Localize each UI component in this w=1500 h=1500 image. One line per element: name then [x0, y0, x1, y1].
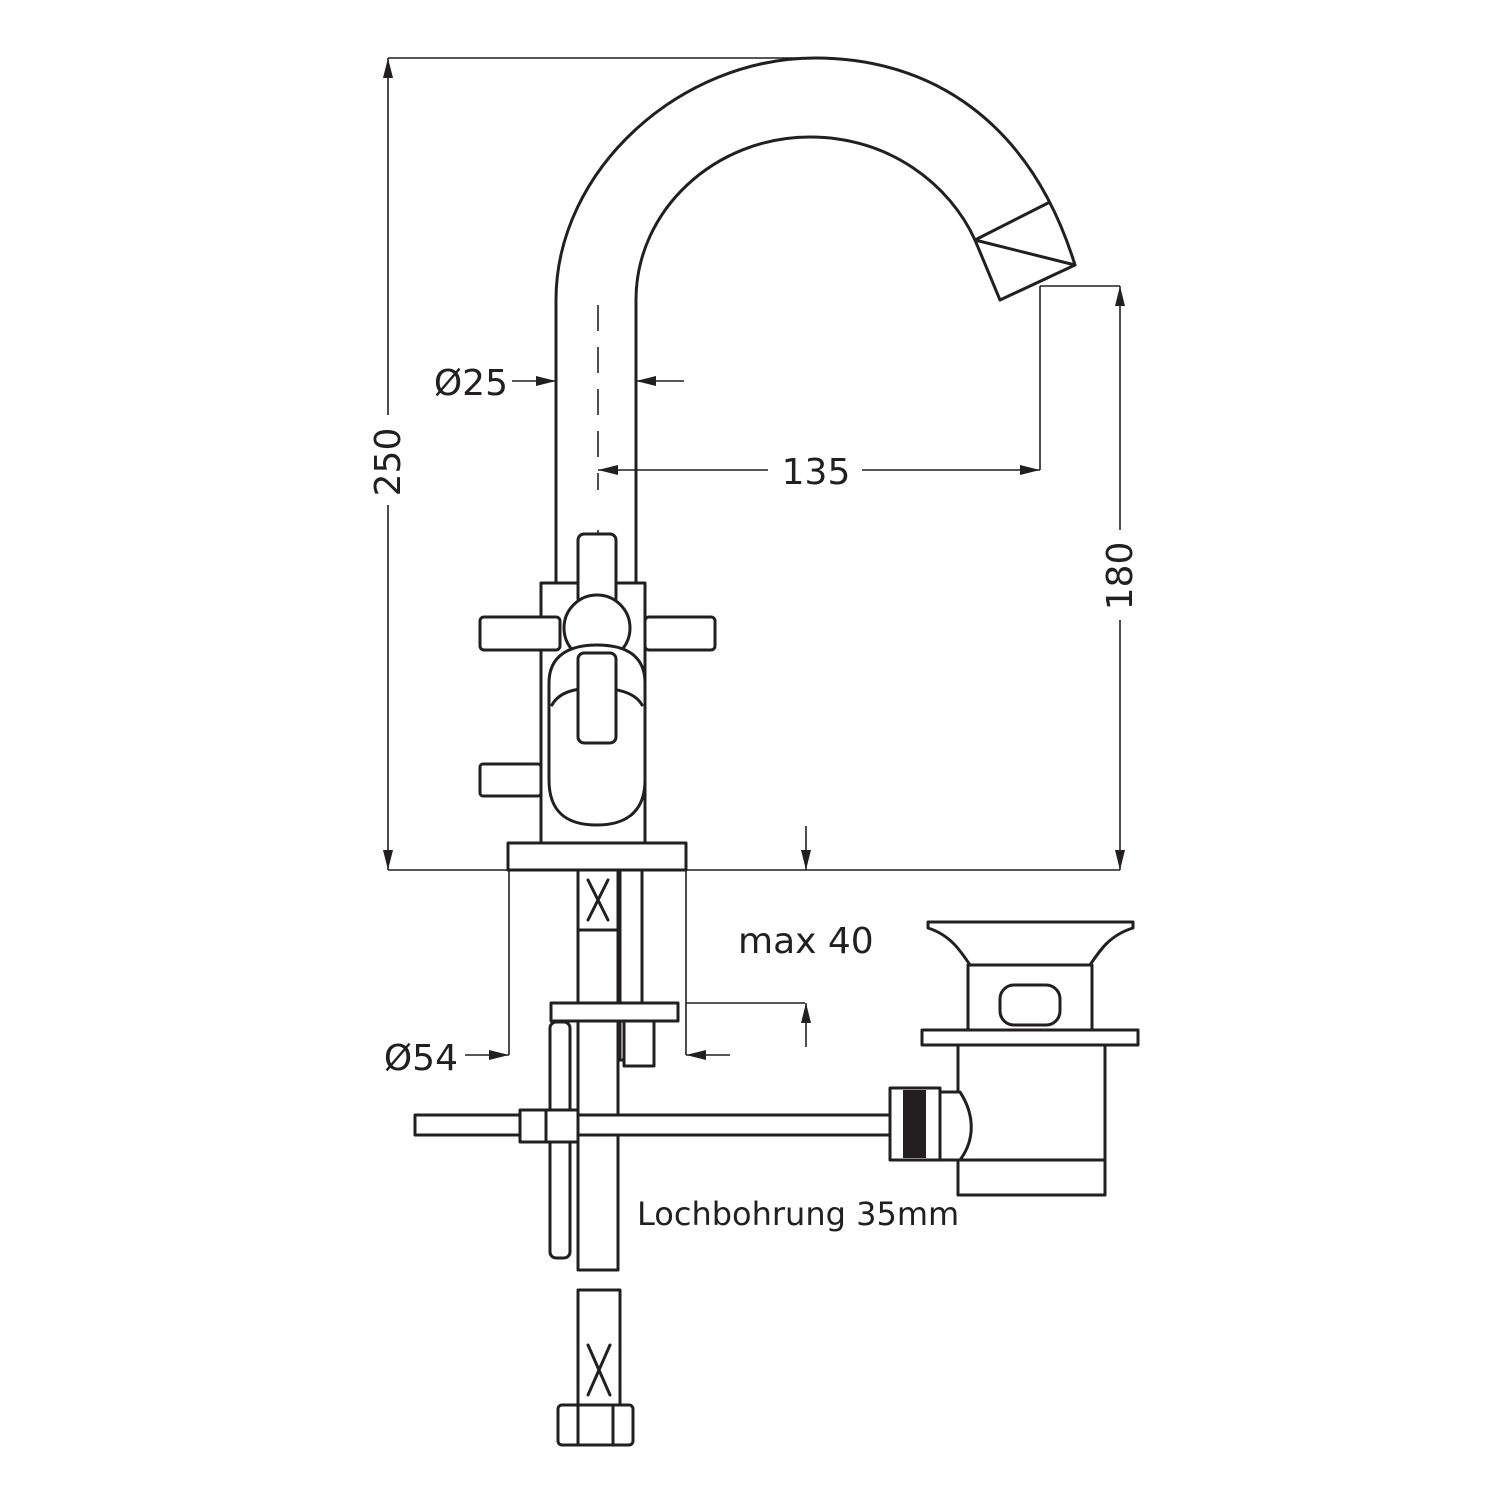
base-plate	[506, 841, 688, 872]
linkage-rod	[413, 1113, 897, 1137]
hole-drilling-note: Lochbohrung 35mm	[637, 1195, 959, 1233]
base-diameter-label: Ø54	[384, 1038, 458, 1079]
faucet-body	[478, 532, 717, 872]
total-height-label: 250	[368, 428, 409, 497]
flex-hose	[576, 1288, 622, 1412]
spout	[554, 56, 1077, 587]
fixing-washer	[549, 1001, 680, 1023]
spout-reach-label: 135	[782, 452, 851, 493]
popup-waste	[888, 920, 1140, 1197]
popup-lever	[478, 762, 543, 798]
spout-diameter-label: Ø25	[434, 363, 508, 404]
waste-flange	[926, 920, 1135, 967]
cross-handle-right	[643, 615, 717, 652]
dimensions: 250 180 135 Ø25 Ø54 max 40 Lochbohrung 3…	[368, 57, 1141, 1233]
spout-height-label: 180	[1100, 542, 1141, 611]
hose-nut	[556, 1403, 635, 1447]
overflow-slot	[998, 983, 1062, 1027]
cross-handle-left	[478, 615, 562, 652]
max-thickness-label: max 40	[738, 921, 874, 962]
cross-handle-bottom	[576, 651, 618, 745]
